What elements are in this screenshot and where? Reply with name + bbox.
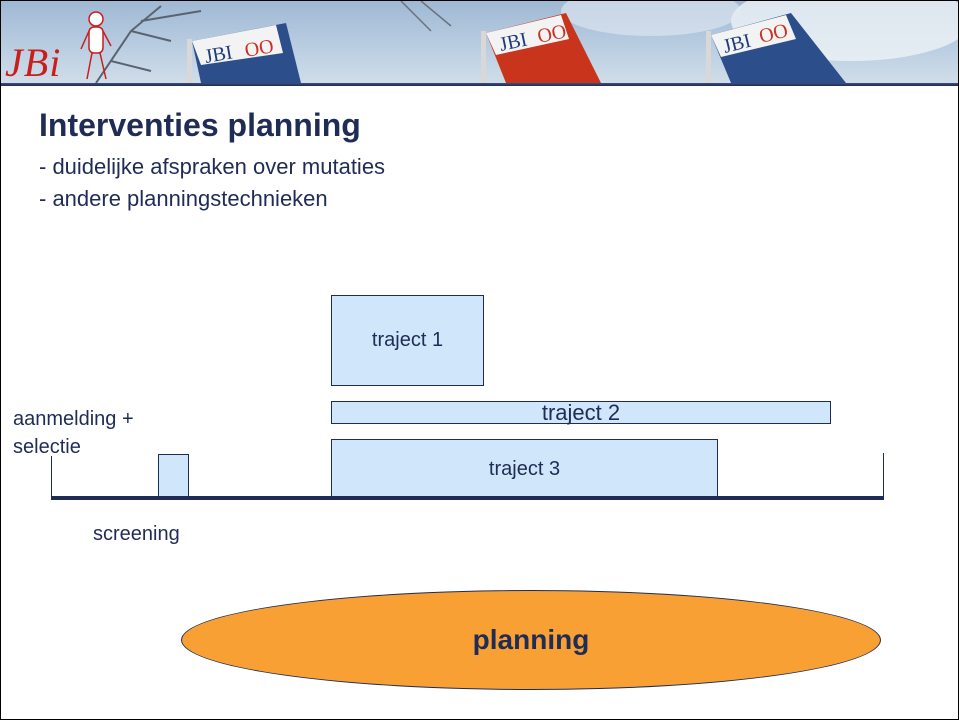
bullet-1: - duidelijke afspraken over mutaties bbox=[39, 154, 386, 179]
flag-1: JBI OO bbox=[187, 23, 301, 83]
traject-3-box: traject 3 bbox=[331, 439, 718, 499]
banner-photo: JBI OO JBI OO JBI OO bbox=[80, 1, 958, 83]
traject-2-bar: traject 2 bbox=[331, 399, 831, 425]
traject-1-box: traject 1 bbox=[331, 295, 484, 386]
timeline-start-tick bbox=[51, 456, 52, 498]
timeline-end-tick bbox=[883, 453, 884, 498]
planning-label: planning bbox=[472, 624, 590, 655]
traject-3-label: traject 3 bbox=[488, 457, 561, 480]
screening-label: screening bbox=[93, 523, 180, 545]
flag-3: JBI OO bbox=[706, 13, 846, 83]
banner-divider bbox=[1, 83, 958, 86]
planning-ellipse: planning bbox=[181, 590, 881, 690]
header-banner: JBI OO JBI OO JBI OO bbox=[1, 1, 958, 83]
traject-2-label: traject 2 bbox=[541, 399, 621, 425]
jbi-logo: JBi bbox=[5, 40, 62, 83]
svg-text:OO: OO bbox=[243, 35, 275, 62]
slide-title: Interventies planning bbox=[39, 107, 361, 143]
bullet-2: - andere planningstechnieken bbox=[39, 186, 328, 211]
intake-label: aanmelding + selectie bbox=[13, 408, 134, 458]
mascot-figure-icon bbox=[80, 11, 112, 80]
traject-1-label: traject 1 bbox=[371, 329, 444, 351]
svg-text:JBI: JBI bbox=[203, 41, 234, 67]
flag-2: JBI OO bbox=[481, 13, 601, 83]
timeline-axis bbox=[51, 496, 884, 500]
screening-box bbox=[158, 454, 189, 499]
